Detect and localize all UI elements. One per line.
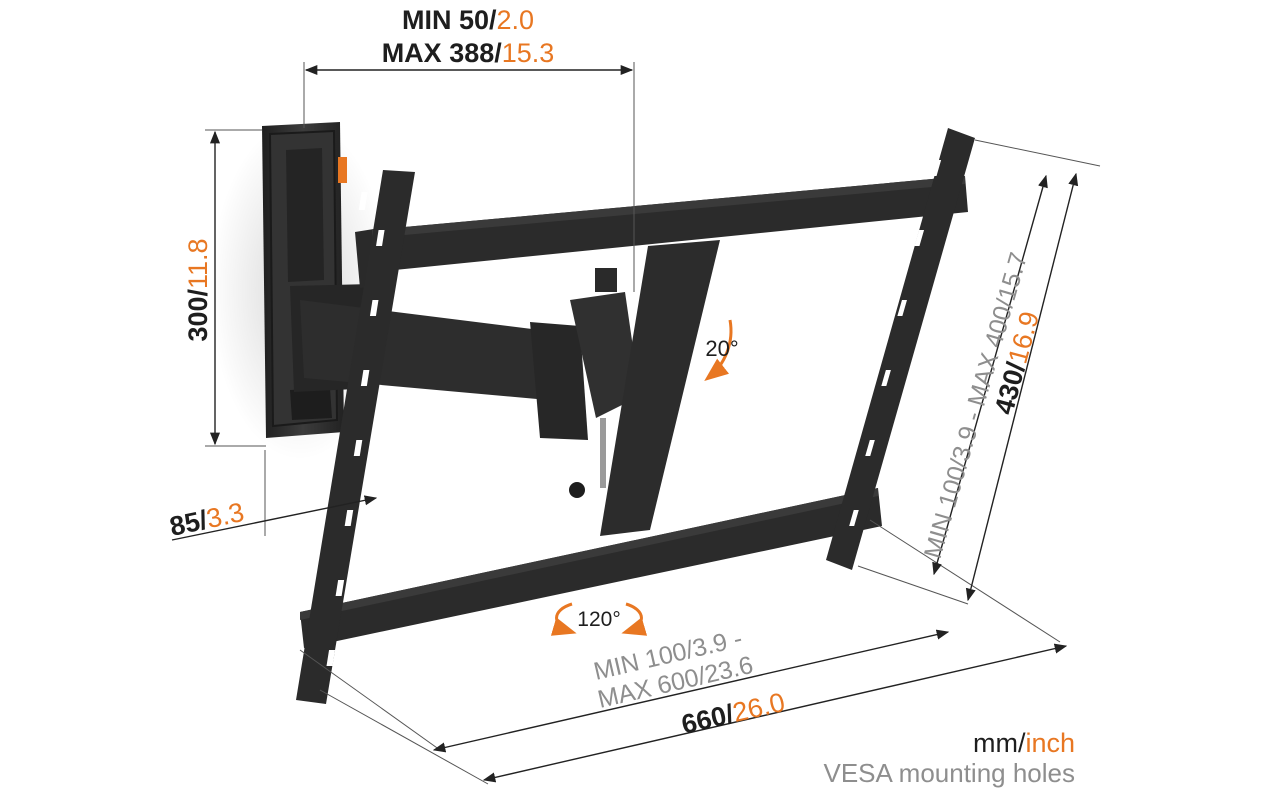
left-vesa-strip (296, 170, 415, 704)
ext-line-bottom-left (299, 649, 441, 751)
bottom-rail (300, 488, 882, 648)
dim-wall-distance (171, 495, 378, 541)
unit-legend: mm/inch (973, 728, 1075, 758)
ext-line-right-rail (869, 519, 1061, 643)
swivel-angle-label: 120° (577, 608, 620, 631)
swivel-arrow-right (621, 602, 648, 636)
ext-line-right-bottom (857, 565, 969, 605)
bracket-width-label: 660/26.0 (679, 687, 788, 740)
wall-distance-label: 85/3.3 (167, 497, 247, 542)
tilt-piston (600, 418, 606, 488)
ext-line-bottom-left2 (319, 689, 489, 785)
plate-height-label: 300/11.8 (183, 238, 213, 341)
arm-min-label: MIN 50/2.0 (402, 5, 534, 35)
dim-vesa-vertical (932, 174, 1048, 576)
orange-tab (338, 157, 347, 183)
ext-line-right-top (974, 139, 1101, 167)
swivel-arrow-left (550, 602, 577, 636)
center-support (600, 240, 720, 536)
vesa-caption: VESA mounting holes (824, 758, 1076, 788)
dim-bracket-width (482, 643, 1068, 783)
tilt-arrow (704, 319, 733, 381)
top-rail (372, 176, 968, 272)
arm-max-label: MAX 388/15.3 (382, 38, 555, 68)
tilt-angle-label: 20° (705, 336, 738, 361)
